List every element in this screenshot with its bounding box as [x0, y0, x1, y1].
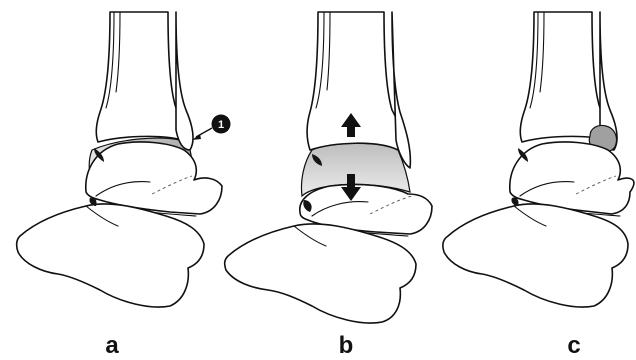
panel-b-illustration [225, 12, 432, 323]
panel-label-c: c [554, 334, 594, 358]
numbered-circle-icon [192, 115, 231, 141]
panel-label-a: a [92, 334, 132, 358]
panel-c-talus [510, 142, 634, 214]
panel-label-b: b [326, 334, 366, 358]
panel-c-illustration [443, 12, 634, 307]
panel-a-fibula [176, 12, 193, 150]
panel-c-calcaneus [443, 204, 628, 307]
panel-c-tibia [520, 12, 607, 142]
marker-number: 1 [218, 119, 224, 131]
panel-a-tibia [96, 12, 183, 142]
panel-a-calcaneus [17, 204, 204, 307]
panel-b-calcaneus [225, 224, 416, 323]
panel-a-illustration [17, 12, 231, 307]
